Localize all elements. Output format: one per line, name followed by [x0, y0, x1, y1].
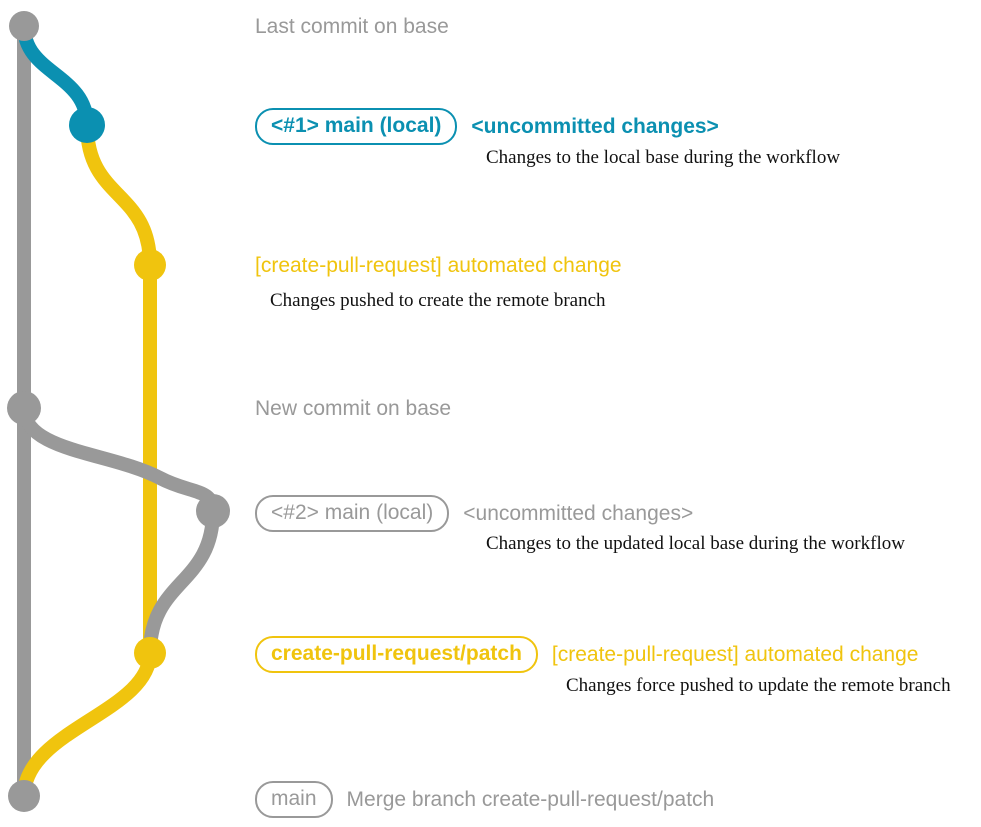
edge-local1-to-patch1	[80, 118, 157, 272]
commit-subject-automated-change-2: [create-pull-request] automated change	[551, 643, 919, 666]
edge-patch2-to-merge	[17, 646, 157, 803]
entry-local-1: <#1> main (local) <uncommitted changes>	[255, 108, 719, 145]
commit-description-1: Changes to the local base during the wor…	[486, 147, 841, 168]
commit-subject-automated-change-1: [create-pull-request] automated change	[255, 254, 622, 277]
entry-merge: main Merge branch create-pull-request/pa…	[255, 781, 714, 818]
commit-description-4: Changes force pushed to update the remot…	[566, 675, 951, 696]
commit-node-patch-2[interactable]	[134, 637, 166, 669]
branch-pill-create-pull-request-patch[interactable]: create-pull-request/patch	[255, 636, 538, 673]
commit-subject-new-commit: New commit on base	[255, 397, 452, 420]
commit-description-2: Changes pushed to create the remote bran…	[270, 290, 606, 311]
branch-pill-main[interactable]: main	[255, 781, 333, 818]
entry-local-2: <#2> main (local) <uncommitted changes>	[255, 495, 693, 532]
commit-node-local-2[interactable]	[196, 494, 230, 528]
commit-node-merge[interactable]	[8, 780, 40, 812]
commit-node-base-new[interactable]	[7, 391, 41, 425]
commit-node-patch-1[interactable]	[134, 249, 166, 281]
edge-base-to-local2	[17, 401, 220, 518]
edge-local2-to-patch2	[143, 504, 220, 660]
commit-node-base-last[interactable]	[9, 11, 39, 41]
branch-pill-main-local-2[interactable]: <#2> main (local)	[255, 495, 450, 532]
entry-automated-change-2: create-pull-request/patch [create-pull-r…	[255, 636, 918, 673]
commit-subject-uncommitted-2: <uncommitted changes>	[463, 502, 694, 525]
commit-node-local-1[interactable]	[69, 107, 105, 143]
commit-subject-last-commit: Last commit on base	[255, 15, 449, 38]
branch-pill-main-local-1[interactable]: <#1> main (local)	[255, 108, 458, 145]
commit-subject-uncommitted-1: <uncommitted changes>	[471, 115, 719, 138]
commit-description-3: Changes to the updated local base during…	[486, 533, 905, 554]
commit-subject-merge: Merge branch create-pull-request/patch	[346, 788, 715, 811]
